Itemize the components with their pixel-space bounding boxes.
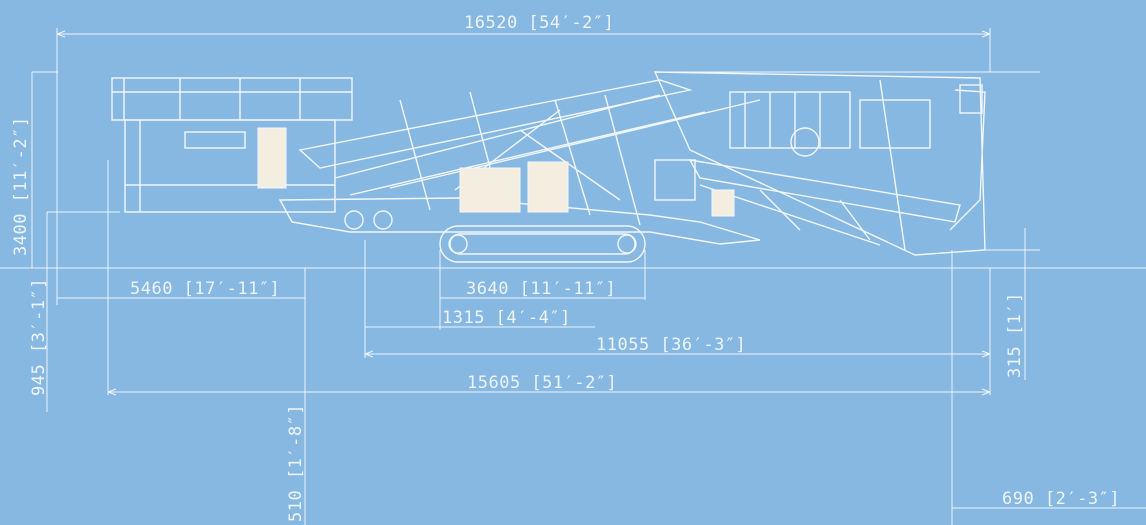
axle-offset-label: 1315 [4′-4″]: [442, 308, 571, 328]
discharge-height-label: 510 [1′-8″]: [286, 404, 306, 522]
screening-plant-illustration: [111, 71, 986, 263]
conveyor-offset-label: 690 [2′-3″]: [1002, 489, 1120, 509]
overall-length-label: 16520 [54′-2″]: [464, 13, 614, 33]
front-overhang-label: 5460 [17′-11″]: [130, 279, 280, 299]
overall-height-label: 3400 [11′-2″]: [11, 116, 31, 256]
ground-clearance-right-label: 315 [1′]: [1005, 292, 1025, 378]
dimension-labels: 16520 [54′-2″] 5460 [17′-11″] 3640 [11′-…: [11, 13, 1120, 522]
track-length-label: 3640 [11′-11″]: [466, 279, 616, 299]
base-length-label: 15605 [51′-2″]: [467, 373, 617, 393]
ground-clearance-left-label: 945 [3′-1″]: [29, 278, 49, 396]
dimension-lines: [0, 28, 1146, 525]
rear-length-label: 11055 [36′-3″]: [596, 335, 746, 355]
